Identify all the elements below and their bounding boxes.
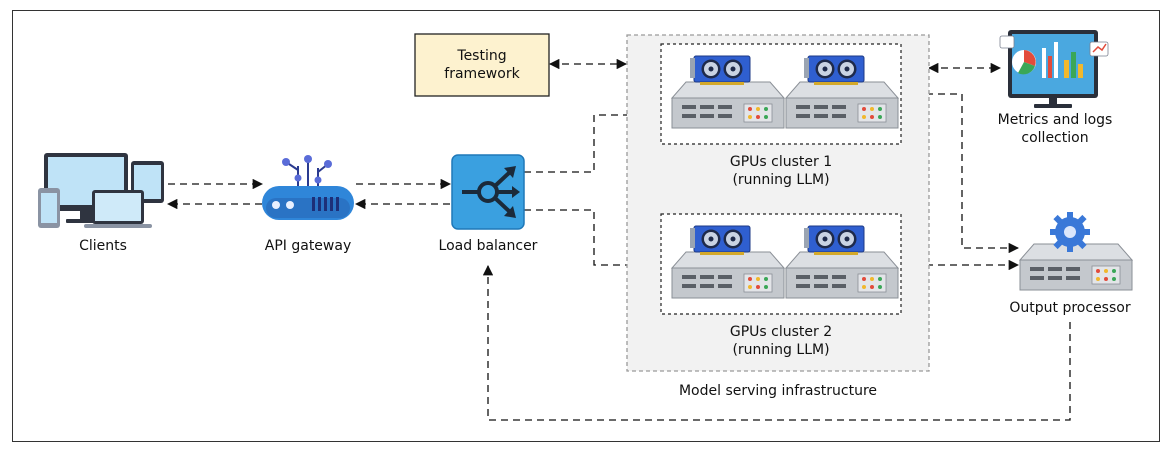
edge-output-to-loadbalancer — [482, 264, 1071, 421]
model-serving-label: Model serving infrastructure — [678, 383, 878, 399]
metrics-dashboard-icon — [999, 30, 1109, 108]
router-icon — [262, 155, 354, 220]
clients-devices-icon — [38, 153, 164, 228]
edge-cluster1-to-output — [902, 93, 1020, 254]
api-gateway-label: API gateway — [264, 238, 352, 254]
gpu-cluster-1-label: GPUs cluster 1 (running LLM) — [729, 154, 833, 188]
diagram-frame — [12, 10, 1160, 442]
clients-label: Clients — [79, 238, 127, 254]
metrics-label: Metrics and logs collection — [997, 112, 1113, 146]
gpu-cluster-2-label: GPUs cluster 2 (running LLM) — [729, 324, 833, 358]
load-balancer-label: Load balancer — [438, 238, 538, 254]
load-balancer-icon — [451, 154, 525, 230]
testing-framework-label: Testing framework — [444, 48, 520, 82]
output-processor-label: Output processor — [1009, 300, 1131, 316]
testing-framework-box — [414, 33, 550, 97]
output-processor-icon — [1019, 212, 1133, 291]
